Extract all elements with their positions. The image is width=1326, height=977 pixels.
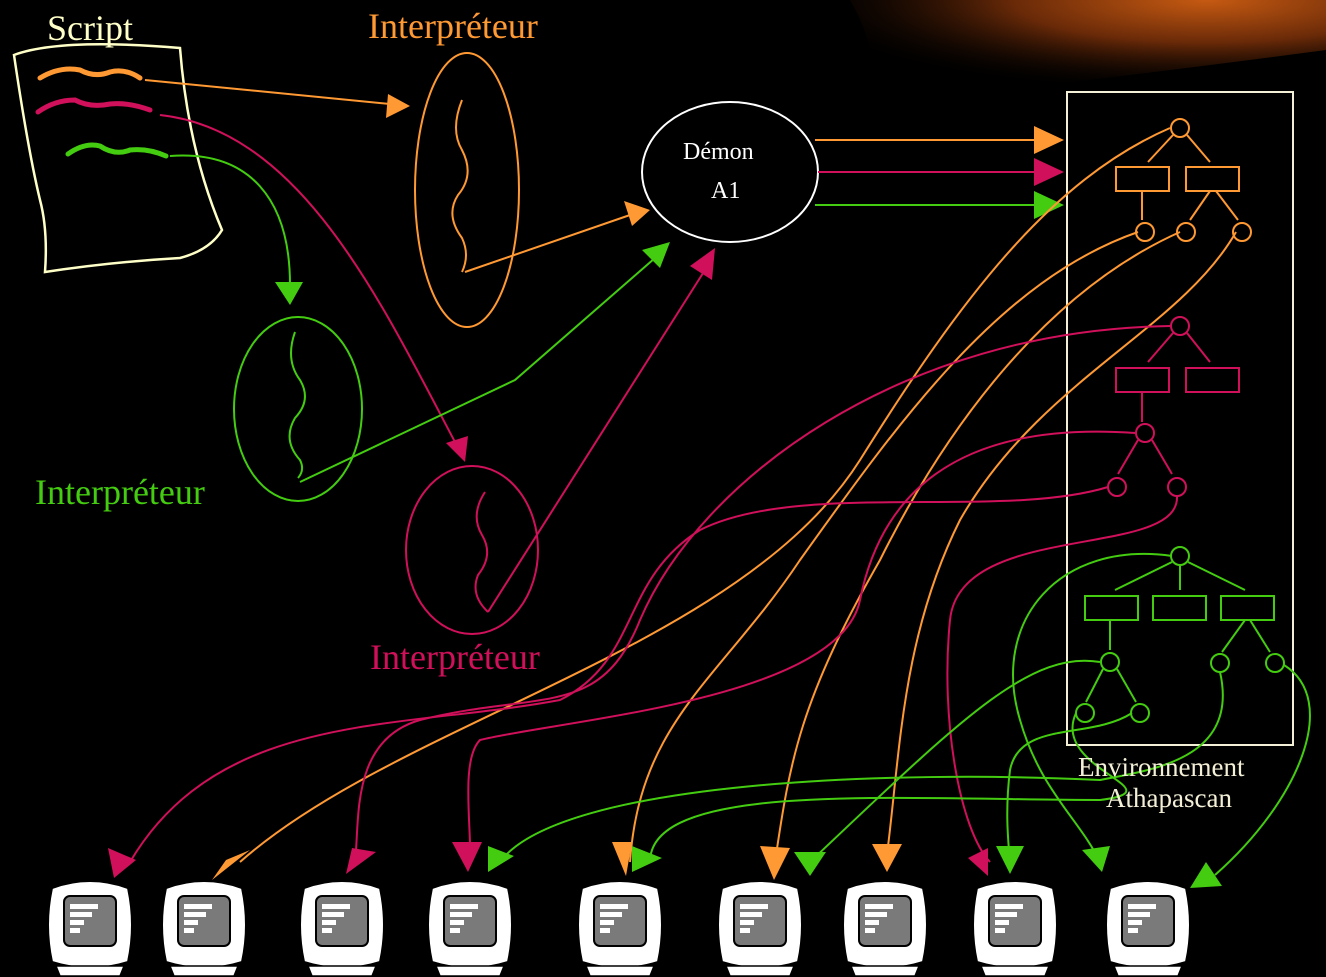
interpreter-green-squiggle	[288, 331, 306, 479]
interpreter-pink-label: Interpréteur	[370, 637, 540, 677]
computer-monitor-icon	[717, 880, 803, 977]
workstations	[47, 880, 1191, 977]
computer-monitor-icon	[1105, 880, 1191, 977]
demon-label-line2: A1	[711, 178, 741, 204]
computer-monitor-icon	[842, 880, 928, 977]
interpreter-green-label: Interpréteur	[35, 472, 205, 512]
computer-monitor-icon	[47, 880, 133, 977]
script-line-orange	[37, 66, 143, 81]
script-line-pink	[35, 97, 153, 115]
green-task-tree	[1075, 546, 1285, 723]
demon-label-line1: Démon	[683, 139, 754, 165]
computer-monitor-icon	[299, 880, 385, 977]
pink-task-tree	[1107, 316, 1240, 497]
script-to-interpreters	[144, 79, 468, 462]
script-paper	[12, 43, 224, 274]
decorative-swoosh	[850, 0, 1326, 105]
interpreters-to-demon	[299, 201, 715, 613]
interpreter-orange-squiggle	[451, 99, 469, 273]
orange-task-tree	[1115, 118, 1252, 242]
computer-monitor-icon	[972, 880, 1058, 977]
computer-monitor-icon	[161, 880, 247, 977]
demon-a1-circle	[641, 101, 819, 243]
interpreter-pink-squiggle	[474, 491, 489, 613]
interpreter-pink-ellipse	[405, 465, 539, 635]
distribution-curves-orange	[239, 127, 1237, 863]
script-label: Script	[47, 8, 133, 48]
script-line-green	[65, 142, 169, 159]
computer-monitor-icon	[427, 880, 513, 977]
interpreter-orange-ellipse	[414, 52, 520, 328]
environment-box	[1066, 91, 1294, 746]
environment-label-line1: Environnement	[1078, 752, 1245, 782]
computer-monitor-icon	[577, 880, 663, 977]
interpreter-green-ellipse	[233, 316, 363, 502]
distribution-curves-green	[499, 553, 1311, 876]
interpreter-orange-label: Interpréteur	[368, 6, 538, 46]
environment-label-line2: Athapascan	[1106, 783, 1232, 813]
demon-to-environment	[815, 126, 1064, 219]
distribution-curves-pink	[129, 325, 1179, 863]
workstation-arrowheads	[108, 842, 1222, 888]
